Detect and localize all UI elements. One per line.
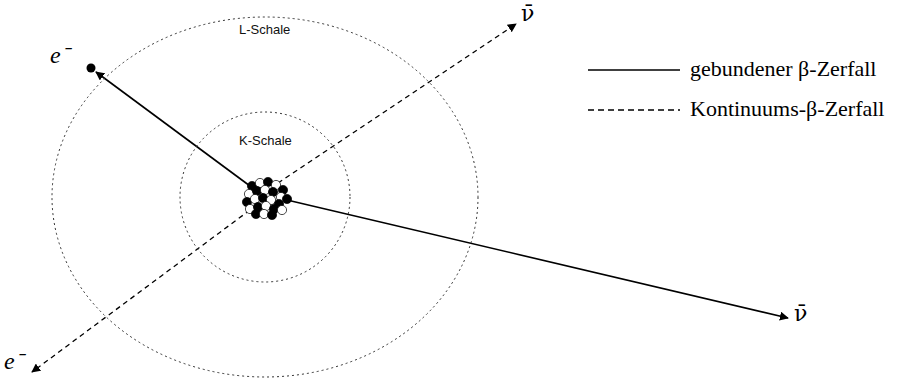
electron-label: e⁻ [50,42,69,68]
antineutrino-label: ν̄ [794,302,807,326]
antineutrino-arrow [287,200,788,318]
antineutrino-label: ν̄ [521,2,534,26]
shell-circle: L-SchaleK-Schale [52,17,478,377]
legend-text: gebundener β-Zerfall [690,57,876,81]
nucleus [242,177,291,219]
shell-label: K-Schale [239,134,292,148]
shell-circle: K-Schale [180,112,350,282]
electron-arrow [96,72,250,186]
electron-arrow-dashed [32,210,250,372]
antineutrino-arrow-dashed [278,24,516,183]
legend-text: Kontinuums-β-Zerfall [690,97,884,121]
electron-label: e⁻ [4,348,23,374]
legend-solid-line [588,69,680,71]
legend-dashed-line [588,109,680,110]
electron-dot [87,64,96,73]
shell-outline [52,17,478,377]
shell-label: L-Schale [239,23,290,37]
